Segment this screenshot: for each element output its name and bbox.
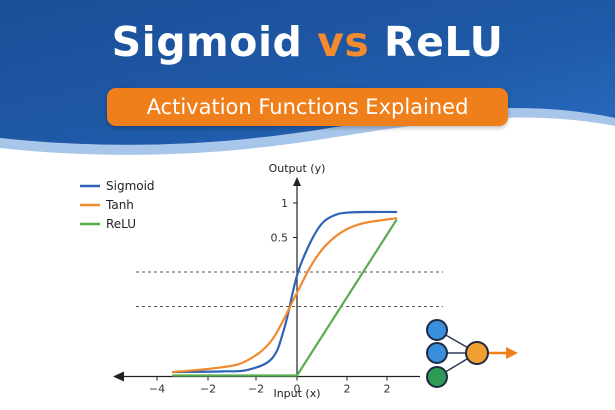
title-vs: vs	[317, 18, 370, 66]
network-node-2	[426, 366, 448, 388]
x-tick-label-2: −2	[248, 383, 264, 396]
tick-labels: 1 0.5 −4 −2 −2 0 2 2 Output (y) Input (x)	[149, 162, 391, 400]
page-title: Sigmoid vs ReLU	[0, 18, 615, 66]
axes	[113, 177, 420, 382]
network-output-arrow-icon	[506, 347, 518, 359]
title-sigmoid: Sigmoid	[111, 18, 318, 66]
y-tick-label-1: 0.5	[271, 232, 289, 245]
legend-label-relu: ReLU	[106, 217, 136, 231]
subtitle-badge: Activation Functions Explained	[107, 88, 508, 126]
series-lines	[171, 210, 398, 377]
reference-lines	[136, 271, 443, 307]
network-node-0	[426, 319, 448, 341]
y-axis-arrow	[293, 177, 301, 186]
series-line-sigmoid	[171, 210, 398, 374]
neural-network-icon	[426, 319, 518, 388]
x-tick-label-0: −4	[149, 383, 165, 396]
y-axis-title: Output (y)	[269, 162, 326, 175]
x-tick-label-4: 2	[344, 383, 351, 396]
y-tick-label-0: 1	[281, 197, 288, 210]
series-line-relu	[171, 219, 398, 377]
x-tick-label-3: 0	[294, 383, 301, 396]
network-node-1	[426, 342, 448, 364]
x-axis-arrow	[113, 371, 124, 382]
x-tick-label-1: −2	[200, 383, 216, 396]
title-relu: ReLU	[369, 18, 504, 66]
legend-label-sigmoid: Sigmoid	[106, 179, 155, 193]
network-node-3	[465, 341, 489, 365]
series-line-tanh	[171, 217, 398, 374]
x-tick-label-5: 2	[384, 383, 391, 396]
x-axis-title: Input (x)	[273, 387, 320, 400]
legend-label-tanh: Tanh	[105, 198, 134, 212]
